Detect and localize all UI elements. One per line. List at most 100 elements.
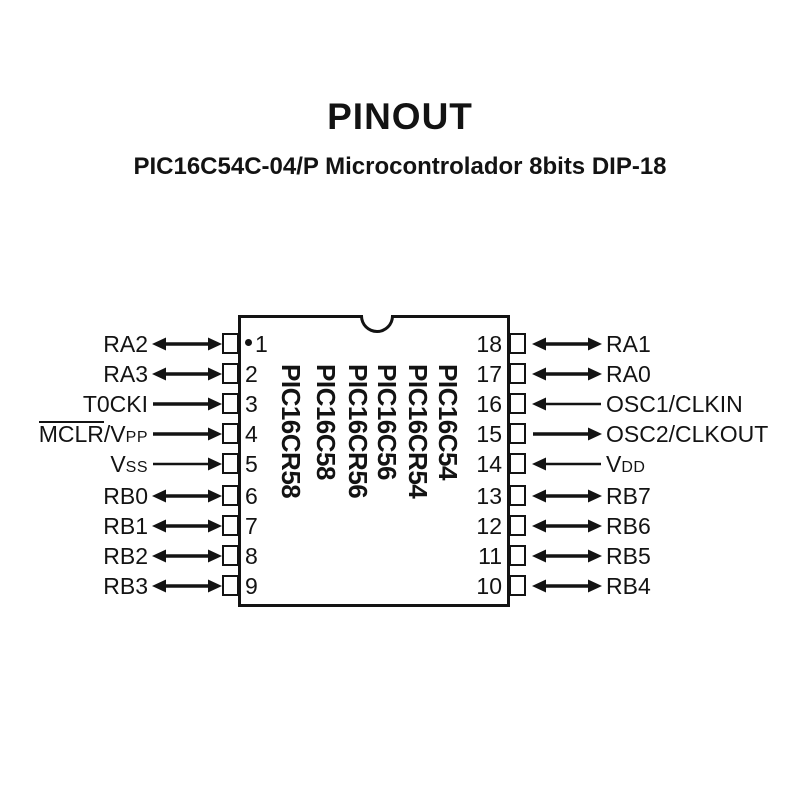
pin-arrow-both (152, 334, 222, 354)
pin-number-18: 18 (476, 331, 502, 357)
pin-number-8: 8 (245, 543, 258, 569)
pin-name-part: RA1 (606, 331, 651, 357)
pin-name-part: RB6 (606, 513, 651, 539)
pin-pad-right (509, 333, 526, 354)
pin-pad-right (509, 453, 526, 474)
pin-name-MCLR/VPP: MCLR/VPP (18, 419, 148, 453)
pin-arrow-toward-chip (152, 424, 222, 444)
pin-arrow-both (532, 334, 602, 354)
pin-arrow-toward-chip (152, 454, 222, 474)
pin-arrow-toward-chip (152, 394, 222, 414)
pin-number-11: 11 (478, 543, 502, 569)
pin-number-14: 14 (476, 451, 502, 477)
pin-name-T0CKI: T0CKI (18, 389, 148, 419)
pin-pad-left (222, 423, 239, 444)
pin-pad-left (222, 363, 239, 384)
pin-arrow-both (152, 576, 222, 596)
pin-name-part: OSC1/CLKIN (606, 391, 743, 417)
pin-name-RA1: RA1 (606, 329, 651, 359)
pin-name-part: SS (125, 459, 148, 476)
pin-arrow-away-from-chip (532, 424, 602, 444)
chip-variant-label: PIC16CR58 (276, 364, 306, 499)
pin-number-1: 1 (245, 330, 268, 358)
chip-variant-label: PIC16C54 (433, 364, 463, 480)
chip-variant-label: PIC16C56 (372, 364, 402, 480)
pin-pad-left (222, 545, 239, 566)
pin-pad-right (509, 393, 526, 414)
pin-pad-right (509, 575, 526, 596)
chip-variant-label: PIC16CR56 (343, 364, 373, 499)
pin-arrow-both (152, 516, 222, 536)
pin-pad-left (222, 575, 239, 596)
pin-pad-right (509, 515, 526, 536)
pin-arrow-both (532, 516, 602, 536)
pin-arrow-both (152, 486, 222, 506)
pin-name-part: RB7 (606, 483, 651, 509)
pin-name-part: RA3 (103, 361, 148, 387)
pin-number-13: 13 (476, 483, 502, 509)
pin-name-OSC2/CLKOUT: OSC2/CLKOUT (606, 419, 768, 449)
pin-arrow-both (532, 364, 602, 384)
pin-name-part: OSC2/CLKOUT (606, 421, 769, 447)
pin-name-RB0: RB0 (18, 481, 148, 511)
pin-arrow-both (152, 364, 222, 384)
pin-number-4: 4 (245, 421, 258, 447)
pin-name-OSC1/CLKIN: OSC1/CLKIN (606, 389, 743, 419)
pin-number-17: 17 (476, 361, 502, 387)
pin-number-5: 5 (245, 451, 258, 477)
pin-pad-left (222, 333, 239, 354)
pin-name-RA0: RA0 (606, 359, 651, 389)
chip-variant-label: PIC16C58 (311, 364, 341, 480)
pin-number-2: 2 (245, 361, 258, 387)
pin-pad-right (509, 485, 526, 506)
pin-name-part: RA2 (103, 331, 148, 357)
pin-name-part: /V (103, 421, 126, 447)
pin-name-RA3: RA3 (18, 359, 148, 389)
pin-pad-left (222, 453, 239, 474)
pin-name-part: T0CKI (82, 391, 148, 417)
pin-name-RA2: RA2 (18, 329, 148, 359)
pin-pad-left (222, 515, 239, 536)
pin-name-RB4: RB4 (606, 571, 651, 601)
pin-number-6: 6 (245, 483, 258, 509)
pin-arrow-toward-chip (532, 394, 602, 414)
pin-name-part: V (606, 451, 622, 477)
pin-number-15: 15 (476, 421, 502, 447)
pin-number-12: 12 (476, 513, 502, 539)
pin-name-RB2: RB2 (18, 541, 148, 571)
pin-name-part: DD (621, 459, 646, 476)
pin-name-part: RB4 (606, 573, 651, 599)
pin-name-RB3: RB3 (18, 571, 148, 601)
pin-name-part: RA0 (606, 361, 651, 387)
pin-pad-left (222, 485, 239, 506)
pin-pad-left (222, 393, 239, 414)
pin-name-part: RB5 (606, 543, 651, 569)
page-subtitle: PIC16C54C-04/P Microcontrolador 8bits DI… (133, 153, 667, 180)
pin-name-part: RB2 (103, 543, 148, 569)
pin-number-10: 10 (476, 573, 502, 599)
pin-name-part: V (110, 451, 126, 477)
pin-name-VDD: VDD (606, 449, 645, 483)
pin-number-9: 9 (245, 573, 258, 599)
pin-arrow-both (532, 546, 602, 566)
pin-name-part: MCLR (38, 421, 104, 447)
pin-name-RB1: RB1 (18, 511, 148, 541)
pin-name-RB7: RB7 (606, 481, 651, 511)
pin-number-7: 7 (245, 513, 258, 539)
pin-arrow-both (152, 546, 222, 566)
pin1-marker-dot (245, 339, 252, 346)
pin-number-16: 16 (476, 391, 502, 417)
pin-name-part: RB3 (103, 573, 148, 599)
pin-name-part: PP (125, 429, 148, 446)
chip-body (238, 315, 510, 607)
chip-variant-label: PIC16CR54 (403, 364, 433, 499)
pin-pad-right (509, 423, 526, 444)
pin-name-RB6: RB6 (606, 511, 651, 541)
page-title: PINOUT (327, 96, 473, 137)
pin-pad-right (509, 545, 526, 566)
pin-name-VSS: VSS (18, 449, 148, 483)
pin-name-part: RB0 (103, 483, 148, 509)
pin-arrow-both (532, 576, 602, 596)
pin-arrow-toward-chip (532, 454, 602, 474)
